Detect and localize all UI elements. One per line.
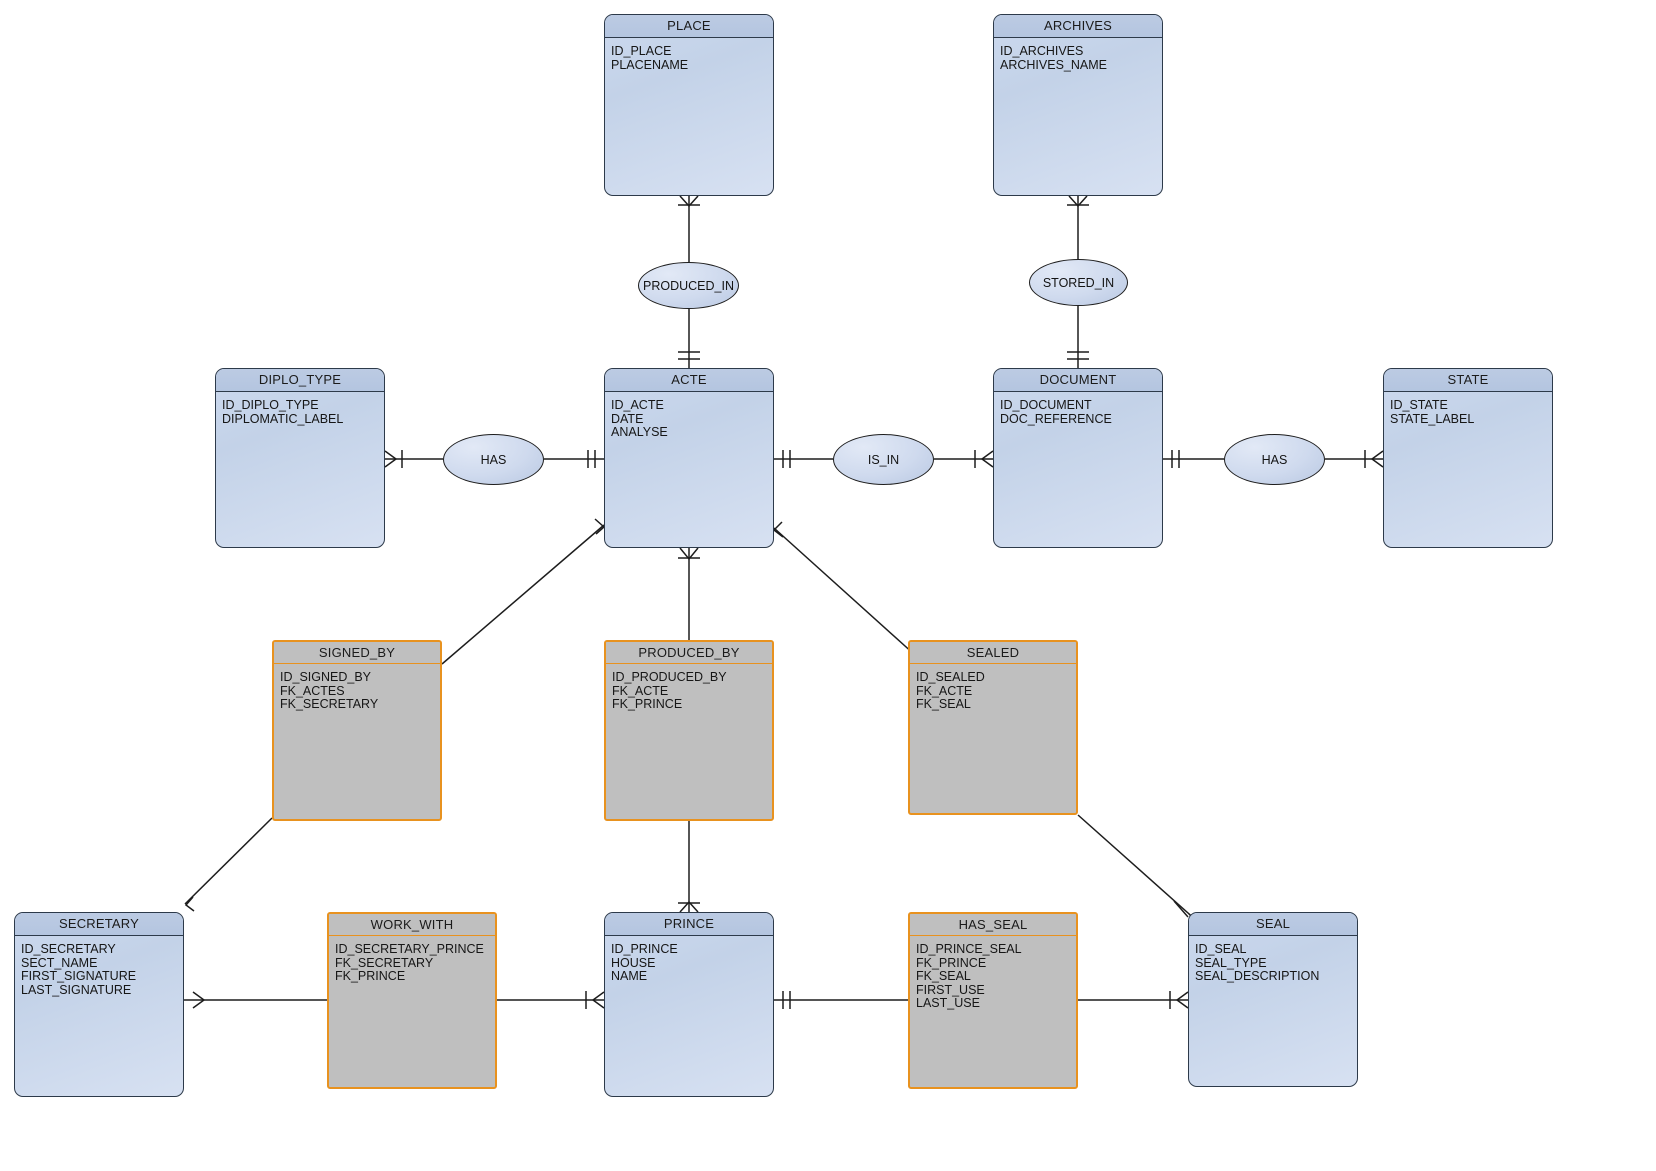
attribute: FK_ACTES [280, 683, 345, 698]
entity-signed-by-title: SIGNED_BY [274, 642, 440, 664]
attribute: ID_PRINCE_SEAL [916, 942, 1022, 956]
attribute: DOC_REFERENCE [1000, 411, 1112, 426]
entity-work-with-title: WORK_WITH [329, 914, 495, 936]
entity-sealed[interactable]: SEALED ID_SEALED FK_ACTE FK_SEAL [908, 640, 1078, 815]
entity-secretary[interactable]: SECRETARY ID_SECRETARY SECT_NAME FIRST_S… [14, 912, 184, 1097]
entity-acte[interactable]: ACTE ID_ACTE DATE ANALYSE [604, 368, 774, 548]
attribute: HOUSE [611, 955, 656, 970]
relationship-is-in[interactable]: IS_IN [833, 434, 934, 485]
entity-secretary-title: SECRETARY [15, 913, 183, 936]
entity-diplo-type-title: DIPLO_TYPE [216, 369, 384, 392]
attribute: ID_DOCUMENT [1000, 398, 1092, 412]
entity-signed-by[interactable]: SIGNED_BY ID_SIGNED_BY FK_ACTES FK_SECRE… [272, 640, 442, 821]
attribute: FK_PRINCE [612, 697, 683, 712]
attribute: ID_SEALED [916, 670, 985, 684]
attribute: ID_PRODUCED_BY [612, 670, 727, 684]
entity-prince-title: PRINCE [605, 913, 773, 936]
entity-prince-attributes: ID_PRINCE HOUSE NAME [605, 936, 773, 988]
attribute: FK_ACTE [612, 683, 669, 698]
entity-produced-by[interactable]: PRODUCED_BY ID_PRODUCED_BY FK_ACTE FK_PR… [604, 640, 774, 821]
attribute: ID_PRINCE [611, 942, 678, 956]
entity-acte-attributes: ID_ACTE DATE ANALYSE [605, 392, 773, 444]
attribute: LAST_USE [916, 996, 980, 1011]
entity-prince[interactable]: PRINCE ID_PRINCE HOUSE NAME [604, 912, 774, 1097]
entity-state-attributes: ID_STATE STATE_LABEL [1384, 392, 1552, 430]
attribute: SEAL_TYPE [1195, 955, 1267, 970]
attribute: FK_SECRETARY [280, 697, 379, 712]
entity-state[interactable]: STATE ID_STATE STATE_LABEL [1383, 368, 1553, 548]
entity-diplo-type-attributes: ID_DIPLO_TYPE DIPLOMATIC_LABEL [216, 392, 384, 430]
attribute: PLACENAME [611, 57, 689, 72]
attribute: ID_SECRETARY_PRINCE [335, 942, 484, 956]
entity-document[interactable]: DOCUMENT ID_DOCUMENT DOC_REFERENCE [993, 368, 1163, 548]
relationship-produced-in[interactable]: PRODUCED_IN [638, 262, 739, 309]
attribute: FK_ACTE [916, 683, 973, 698]
entity-place-title: PLACE [605, 15, 773, 38]
entity-produced-by-title: PRODUCED_BY [606, 642, 772, 664]
attribute: ARCHIVES_NAME [1000, 57, 1107, 72]
edge-sealed-seal [1077, 814, 1198, 922]
entity-sealed-attributes: ID_SEALED FK_ACTE FK_SEAL [910, 664, 1076, 716]
relationship-has-diplo-type[interactable]: HAS [443, 434, 544, 485]
entity-produced-by-attributes: ID_PRODUCED_BY FK_ACTE FK_PRINCE [606, 664, 772, 716]
attribute: FK_SECRETARY [335, 955, 434, 970]
entity-document-attributes: ID_DOCUMENT DOC_REFERENCE [994, 392, 1162, 430]
entity-acte-title: ACTE [605, 369, 773, 392]
entity-has-seal-title: HAS_SEAL [910, 914, 1076, 936]
attribute: FK_SEAL [916, 969, 971, 984]
entity-secretary-attributes: ID_SECRETARY SECT_NAME FIRST_SIGNATURE L… [15, 936, 183, 1001]
attribute: ID_ARCHIVES [1000, 44, 1084, 58]
attribute: ID_DIPLO_TYPE [222, 398, 319, 412]
attribute: ID_STATE [1390, 398, 1448, 412]
entity-seal-title: SEAL [1189, 913, 1357, 936]
entity-diplo-type[interactable]: DIPLO_TYPE ID_DIPLO_TYPE DIPLOMATIC_LABE… [215, 368, 385, 548]
attribute: DIPLOMATIC_LABEL [222, 411, 344, 426]
attribute: SECT_NAME [21, 955, 98, 970]
entity-work-with-attributes: ID_SECRETARY_PRINCE FK_SECRETARY FK_PRIN… [329, 936, 495, 988]
attribute: FK_PRINCE [335, 969, 406, 984]
entity-state-title: STATE [1384, 369, 1552, 392]
attribute: DATE [611, 411, 644, 426]
attribute: FK_PRINCE [916, 955, 987, 970]
entity-sealed-title: SEALED [910, 642, 1076, 664]
attribute: FIRST_USE [916, 982, 985, 997]
attribute: ID_SIGNED_BY [280, 670, 372, 684]
attribute: STATE_LABEL [1390, 411, 1475, 426]
attribute: ID_SECRETARY [21, 942, 116, 956]
edge-signed_by-secretary [184, 817, 273, 905]
edge-acte-sealed [773, 527, 916, 656]
attribute: FK_SEAL [916, 697, 971, 712]
attribute: SEAL_DESCRIPTION [1195, 969, 1320, 984]
entity-archives[interactable]: ARCHIVES ID_ARCHIVES ARCHIVES_NAME [993, 14, 1163, 196]
relationship-has-state[interactable]: HAS [1224, 434, 1325, 485]
entity-archives-attributes: ID_ARCHIVES ARCHIVES_NAME [994, 38, 1162, 76]
entity-seal[interactable]: SEAL ID_SEAL SEAL_TYPE SEAL_DESCRIPTION [1188, 912, 1358, 1087]
attribute: ID_SEAL [1195, 942, 1247, 956]
entity-place[interactable]: PLACE ID_PLACE PLACENAME [604, 14, 774, 196]
attribute: ANALYSE [611, 425, 668, 440]
entity-work-with[interactable]: WORK_WITH ID_SECRETARY_PRINCE FK_SECRETA… [327, 912, 497, 1089]
attribute: ID_PLACE [611, 44, 672, 58]
relationship-stored-in-label: STORED_IN [1042, 275, 1115, 290]
relationship-produced-in-label: PRODUCED_IN [643, 278, 734, 293]
relationship-is-in-label: IS_IN [867, 452, 900, 467]
entity-has-seal[interactable]: HAS_SEAL ID_PRINCE_SEAL FK_PRINCE FK_SEA… [908, 912, 1078, 1089]
edge-acte-signed_by [441, 524, 605, 665]
attribute: LAST_SIGNATURE [21, 982, 132, 997]
entity-document-title: DOCUMENT [994, 369, 1162, 392]
attribute: FIRST_SIGNATURE [21, 969, 137, 984]
relationship-has-diplo-type-label: HAS [480, 452, 507, 467]
entity-seal-attributes: ID_SEAL SEAL_TYPE SEAL_DESCRIPTION [1189, 936, 1357, 988]
attribute: ID_ACTE [611, 398, 664, 412]
entity-place-attributes: ID_PLACE PLACENAME [605, 38, 773, 76]
entity-signed-by-attributes: ID_SIGNED_BY FK_ACTES FK_SECRETARY [274, 664, 440, 716]
relationship-has-state-label: HAS [1261, 452, 1288, 467]
entity-has-seal-attributes: ID_PRINCE_SEAL FK_PRINCE FK_SEAL FIRST_U… [910, 936, 1076, 1015]
relationship-stored-in[interactable]: STORED_IN [1029, 259, 1128, 306]
entity-archives-title: ARCHIVES [994, 15, 1162, 38]
attribute: NAME [611, 969, 648, 984]
